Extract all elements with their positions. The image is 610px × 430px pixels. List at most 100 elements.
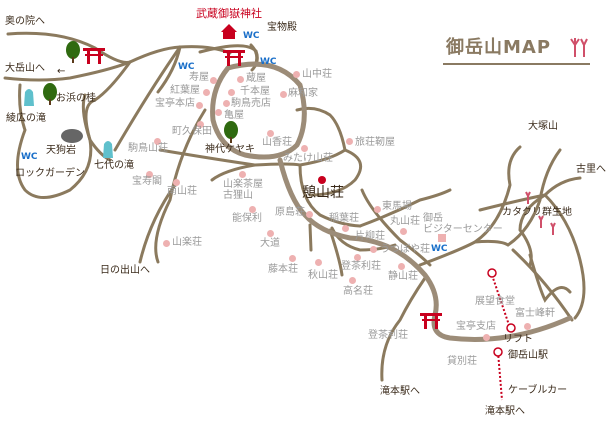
shop-marker	[301, 145, 308, 152]
shop-label: 高名荘	[343, 286, 373, 297]
jindai-keyaki-label: 神代ケヤキ	[205, 144, 255, 155]
road	[113, 45, 182, 152]
road	[308, 223, 313, 252]
shop-marker	[280, 91, 287, 98]
shop-marker	[173, 179, 180, 186]
shop-marker	[370, 246, 377, 253]
wc-icon: WC	[21, 152, 38, 162]
shop-label: 旅荘靭屋	[355, 137, 395, 148]
main-road	[277, 157, 573, 342]
road	[154, 108, 207, 264]
ayahiro-falls-label: 綾広の滝	[6, 113, 46, 124]
road	[360, 188, 432, 267]
shop-marker	[267, 130, 274, 137]
tree-icon	[224, 121, 238, 143]
shop-label: 丸山荘	[390, 216, 420, 227]
to-okunoin-label: 奥の院へ	[5, 16, 45, 27]
shop-marker	[239, 171, 246, 178]
shop-label: 古狸山	[223, 190, 253, 201]
shop-label: みたけ山荘	[283, 153, 333, 164]
tree-icon	[66, 41, 80, 63]
shop-marker	[400, 228, 407, 235]
road	[298, 163, 362, 228]
road	[528, 253, 572, 303]
shop-marker	[354, 254, 361, 261]
shop-marker	[306, 211, 313, 218]
direction-arrow: ←	[57, 66, 66, 77]
shop-marker	[223, 100, 230, 107]
torii-icon	[83, 48, 105, 64]
tengu-rock-label: 天狗岩	[46, 145, 76, 156]
shop-marker	[267, 230, 274, 237]
rock-icon	[61, 129, 83, 143]
shop-label: 山楽茶屋	[223, 179, 263, 190]
shrine-icon	[221, 24, 237, 39]
wc-icon: WC	[178, 62, 195, 72]
mitakesan-station-marker	[493, 347, 503, 357]
shop-label: 駒鳥山荘	[128, 143, 168, 154]
ikoi-sanso-marker	[318, 176, 326, 184]
shop-marker	[154, 138, 161, 145]
shop-label: 山香荘	[262, 137, 292, 148]
shop-label: 秋山荘	[308, 270, 338, 281]
shop-marker	[203, 89, 210, 96]
shop-marker	[315, 259, 322, 266]
shop-label: 山中荘	[302, 69, 332, 80]
tree-icon	[43, 83, 57, 105]
shop-label: 駒鳥売店	[231, 98, 271, 109]
shop-marker	[210, 77, 217, 84]
shop-marker	[398, 263, 405, 270]
mitakesan-station-label: 御岳山駅	[508, 350, 548, 361]
visitor-center-label: 御岳	[423, 213, 443, 224]
katakuri-label: カタクリ群生地	[502, 207, 572, 218]
shop-label: 麻和家	[288, 88, 318, 99]
title-underline	[443, 63, 590, 65]
shop-marker	[215, 109, 222, 116]
waterfall-icon	[24, 89, 34, 106]
shop-marker	[346, 138, 353, 145]
road	[156, 45, 182, 94]
shop-marker	[146, 171, 153, 178]
to-takimoto-label: 滝本駅へ	[485, 406, 525, 417]
shop-marker	[293, 71, 300, 78]
wc-icon: WC	[260, 57, 277, 67]
shop-label: 大道	[260, 238, 280, 249]
lift-label: リフト	[503, 334, 533, 345]
road	[138, 183, 177, 264]
shop-label: 紅葉屋	[170, 85, 200, 96]
road	[380, 276, 427, 382]
road	[84, 60, 132, 162]
lift-top-station	[487, 268, 497, 278]
ohama-katsura-label: お浜の桂	[56, 93, 96, 104]
to-komori-label: 古里へ	[576, 164, 606, 175]
shrine-label: 武蔵御嶽神社	[196, 7, 262, 20]
shop-marker	[289, 255, 296, 262]
shop-marker	[483, 334, 490, 341]
cable-car-label: ケーブルカー	[508, 385, 568, 396]
shop-label: 登茶利荘	[341, 261, 381, 272]
visitor-center-label: ビジターセンター	[423, 224, 503, 235]
shop-label: 富士峰軒	[515, 308, 555, 319]
road	[210, 163, 257, 182]
road	[3, 60, 132, 82]
shop-marker	[524, 323, 531, 330]
waterfall-icon	[103, 141, 113, 158]
map-title: 御岳山MAP	[446, 37, 552, 58]
shop-label: 東馬場	[382, 201, 412, 212]
treasure-hall-label: 宝物殿	[267, 22, 297, 33]
shop-marker	[374, 206, 381, 213]
shop-marker	[197, 121, 204, 128]
shop-marker	[349, 277, 356, 284]
wc-icon: WC	[243, 31, 260, 41]
shop-label: 宝寿閣	[132, 176, 162, 187]
main-road	[210, 61, 307, 160]
shop-label: 町久保田	[172, 126, 212, 137]
shop-label: 能保利	[232, 213, 262, 224]
torii-icon	[223, 50, 245, 66]
road	[511, 248, 574, 322]
shop-label: 寿屋	[189, 72, 209, 83]
lift-bottom-station	[506, 323, 516, 333]
lift-line	[491, 274, 511, 329]
road	[473, 148, 562, 247]
